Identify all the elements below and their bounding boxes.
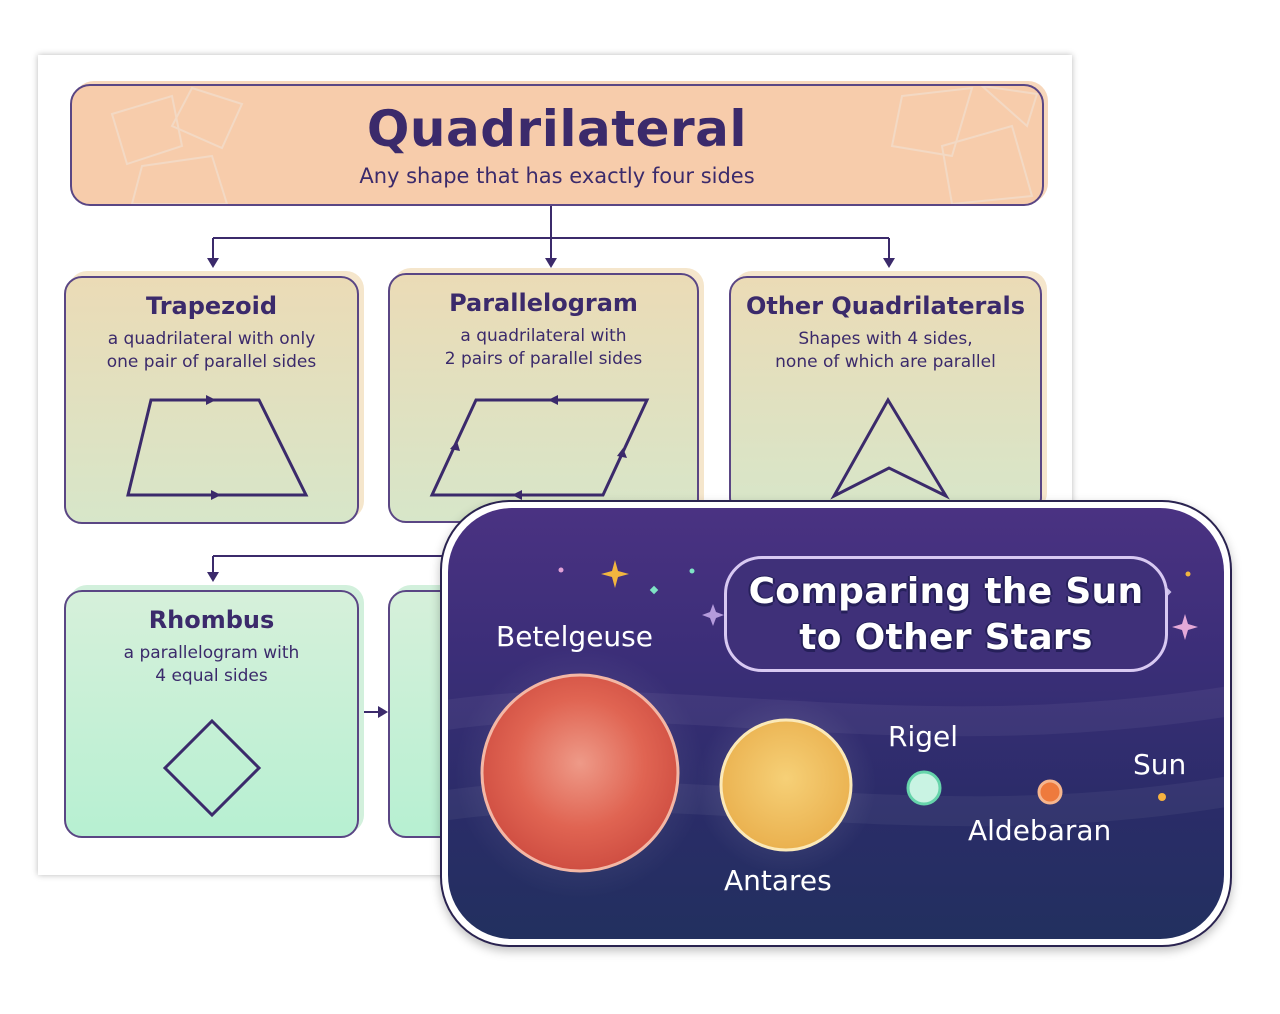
rigel-label: Rigel bbox=[888, 720, 958, 753]
parallelogram-shape-icon bbox=[390, 275, 701, 525]
antares-star bbox=[721, 720, 851, 850]
page-subtitle: Any shape that has exactly four sides bbox=[72, 164, 1042, 188]
betelgeuse-star bbox=[482, 675, 678, 871]
rigel-star bbox=[908, 772, 940, 804]
trapezoid-shape-icon bbox=[66, 278, 361, 526]
betelgeuse-label: Betelgeuse bbox=[496, 620, 653, 653]
rhombus-shape-icon bbox=[66, 592, 361, 840]
trapezoid-card: Trapezoid a quadrilateral with only one … bbox=[64, 276, 359, 524]
night-sky-background: Comparing the Sun to Other Stars Betelge… bbox=[448, 508, 1224, 939]
panel-title-badge: Comparing the Sun to Other Stars bbox=[724, 556, 1168, 672]
other-quadrilaterals-card: Other Quadrilaterals Shapes with 4 sides… bbox=[729, 276, 1042, 516]
sun-label: Sun bbox=[1133, 748, 1186, 781]
concave-quadrilateral-shape-icon bbox=[731, 278, 1044, 518]
parallelogram-card: Parallelogram a quadrilateral with 2 pai… bbox=[388, 273, 699, 523]
aldebaran-star bbox=[1039, 781, 1061, 803]
page-title: Quadrilateral bbox=[72, 100, 1042, 158]
panel-title-line-1: Comparing the Sun bbox=[727, 571, 1165, 612]
star-comparison-panel: Comparing the Sun to Other Stars Betelge… bbox=[440, 500, 1232, 947]
sun-star bbox=[1158, 793, 1166, 801]
rhombus-card: Rhombus a parallelogram with 4 equal sid… bbox=[64, 590, 359, 838]
panel-title-line-2: to Other Stars bbox=[727, 617, 1165, 658]
quadrilateral-header: Quadrilateral Any shape that has exactly… bbox=[70, 84, 1044, 206]
aldebaran-label: Aldebaran bbox=[968, 814, 1111, 847]
antares-label: Antares bbox=[724, 864, 832, 897]
